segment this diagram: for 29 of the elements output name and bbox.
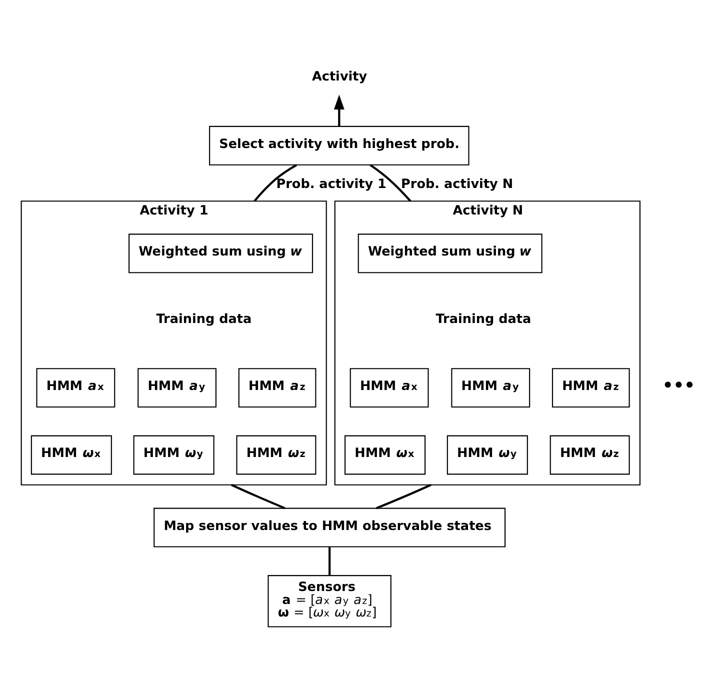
- node-box: Select activity with highest prob.: [209, 125, 470, 165]
- node-box: HMM ωy: [133, 434, 214, 474]
- node-box: HMM ωz: [550, 434, 630, 474]
- node-box: HMM ax: [350, 368, 429, 408]
- node-box: HMM ωx: [344, 434, 426, 474]
- node-box: HMM ωx: [30, 434, 112, 474]
- connector: [230, 483, 286, 509]
- node-text: Training data: [156, 311, 252, 326]
- arrow: [334, 94, 344, 126]
- edge-label: Prob. activity N: [401, 176, 514, 192]
- connector: [370, 164, 412, 202]
- node-box: HMM ay: [451, 368, 530, 408]
- node-box: Weighted sum using w: [358, 233, 542, 273]
- connector: [254, 164, 298, 202]
- node-box: Map sensor values to HMM observable states: [154, 507, 506, 547]
- node-box: HMM ωz: [236, 434, 316, 474]
- node-box: Weighted sum using w: [128, 233, 314, 273]
- node-text: Training data: [436, 311, 532, 326]
- node-box: HMM az: [238, 368, 316, 408]
- connector: [328, 546, 331, 575]
- node-box: HMM ay: [138, 368, 216, 408]
- node-text: Activity: [312, 69, 368, 84]
- node-box: HMM ωy: [446, 434, 528, 474]
- edge-label: Prob. activity 1: [276, 176, 386, 192]
- node-box: HMM az: [552, 368, 630, 408]
- connector: [376, 483, 432, 509]
- node-box: Sensors a = [ax ay az] ω = [ωx ωy ωz]: [268, 574, 392, 627]
- label: •••: [662, 375, 696, 396]
- node-box: HMM ax: [36, 368, 116, 408]
